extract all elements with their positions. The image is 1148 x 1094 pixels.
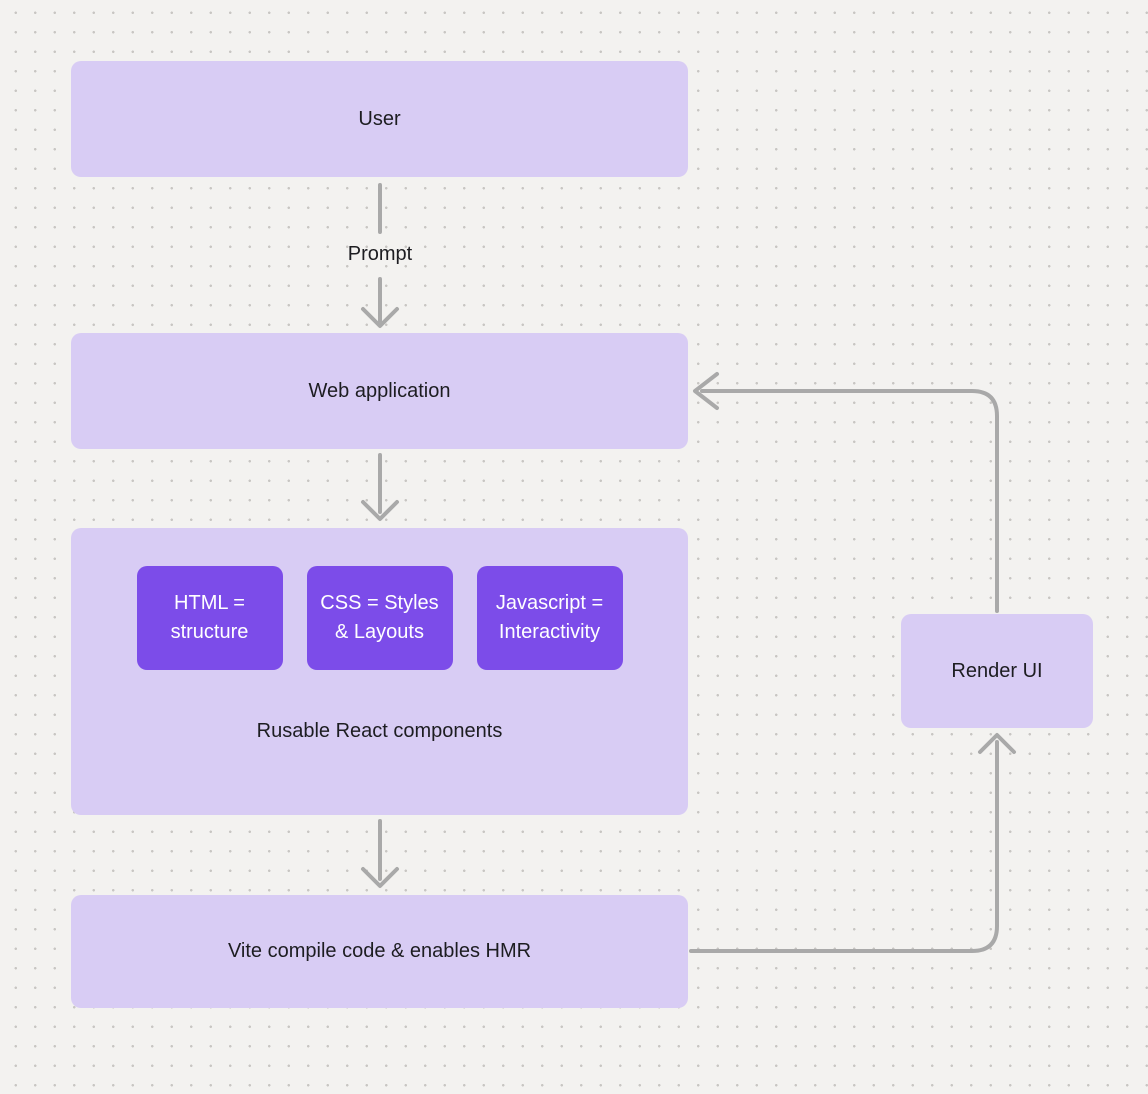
node-javascript-label: Javascript = Interactivity <box>495 592 604 643</box>
node-render-ui-label: Render UI <box>951 659 1043 682</box>
node-components-group: HTML = structure CSS = Styles & Layouts … <box>71 528 688 815</box>
edge-render-to-web-arrowhead <box>693 372 719 410</box>
edge-web-to-components-arrowhead <box>361 500 399 521</box>
node-vite: Vite compile code & enables HMR <box>71 895 688 1008</box>
node-render-ui: Render UI <box>901 614 1093 728</box>
node-html: HTML = structure <box>136 566 283 670</box>
node-user: User <box>71 61 688 177</box>
edge-vite-to-render-arrowhead <box>978 733 1016 754</box>
components-row: HTML = structure CSS = Styles & Layouts … <box>71 566 688 670</box>
edge-components-to-vite-arrowhead <box>361 867 399 888</box>
node-css: CSS = Styles & Layouts <box>306 566 453 670</box>
node-css-label: CSS = Styles & Layouts <box>320 592 439 643</box>
node-javascript: Javascript = Interactivity <box>476 566 623 670</box>
edge-render-to-web-line <box>700 389 999 613</box>
node-web-application-label: Web application <box>308 379 451 402</box>
edge-user-to-web-arrowhead <box>361 307 399 328</box>
node-user-label: User <box>358 107 401 130</box>
edge-vite-to-render-line <box>689 740 999 953</box>
node-html-label: HTML = structure <box>170 592 249 643</box>
node-components-group-label: Rusable React components <box>256 720 503 742</box>
node-vite-label: Vite compile code & enables HMR <box>227 940 532 962</box>
node-web-application: Web application <box>71 333 688 449</box>
edge-label-prompt: Prompt <box>347 243 413 265</box>
